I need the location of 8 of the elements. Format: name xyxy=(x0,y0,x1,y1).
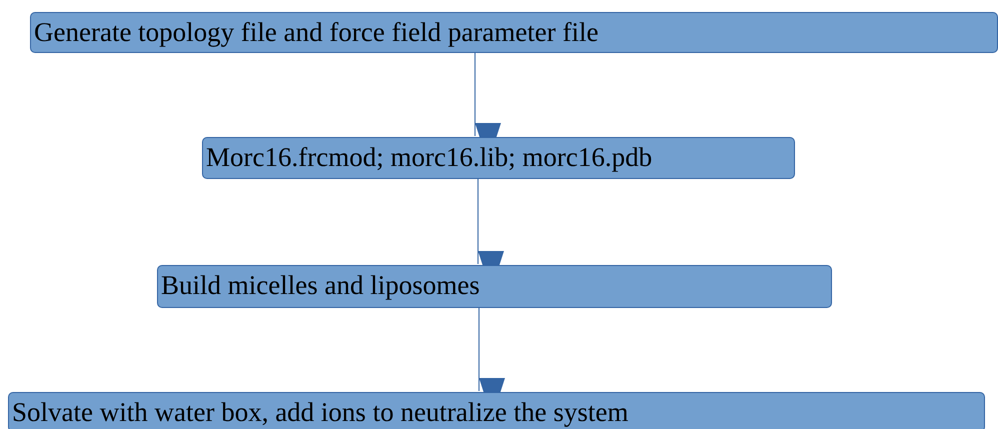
process-box xyxy=(157,265,832,308)
step-text: Morc16.frcmod; morc16.lib; morc16.pdb xyxy=(206,142,652,172)
step-text: Build micelles and liposomes xyxy=(161,270,480,300)
step-text: Generate topology file and force field parameter file xyxy=(34,17,598,47)
process-box xyxy=(202,137,795,179)
process-box xyxy=(8,392,985,429)
process-box xyxy=(30,12,998,53)
step-text: Solvate with water box, add ions to neutralize the system xyxy=(12,397,628,427)
